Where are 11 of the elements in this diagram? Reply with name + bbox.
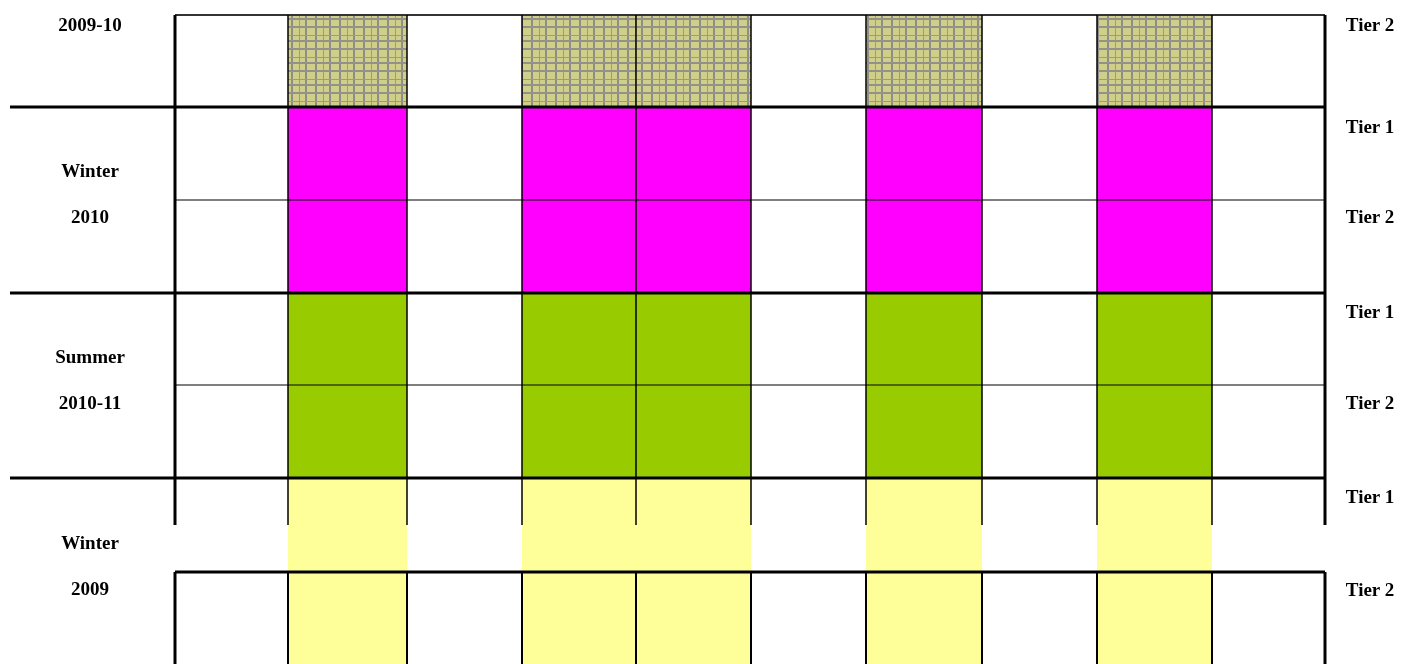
tier-label: Tier 2 xyxy=(1344,206,1396,228)
tier-label: Tier 1 xyxy=(1344,116,1396,138)
period-label: Summer 2010-11 xyxy=(54,345,126,415)
period-label: Winter 2010 xyxy=(60,159,120,229)
tier-label: Tier 1 xyxy=(1344,486,1396,508)
period-label: 2009-10 xyxy=(57,13,123,37)
tier-label: Tier 1 xyxy=(1344,301,1396,323)
tier-label: Tier 2 xyxy=(1344,14,1396,36)
tier-label: Tier 2 xyxy=(1344,392,1396,414)
period-label: Winter 2009 xyxy=(60,531,120,601)
tier-label: Tier 2 xyxy=(1344,579,1396,601)
